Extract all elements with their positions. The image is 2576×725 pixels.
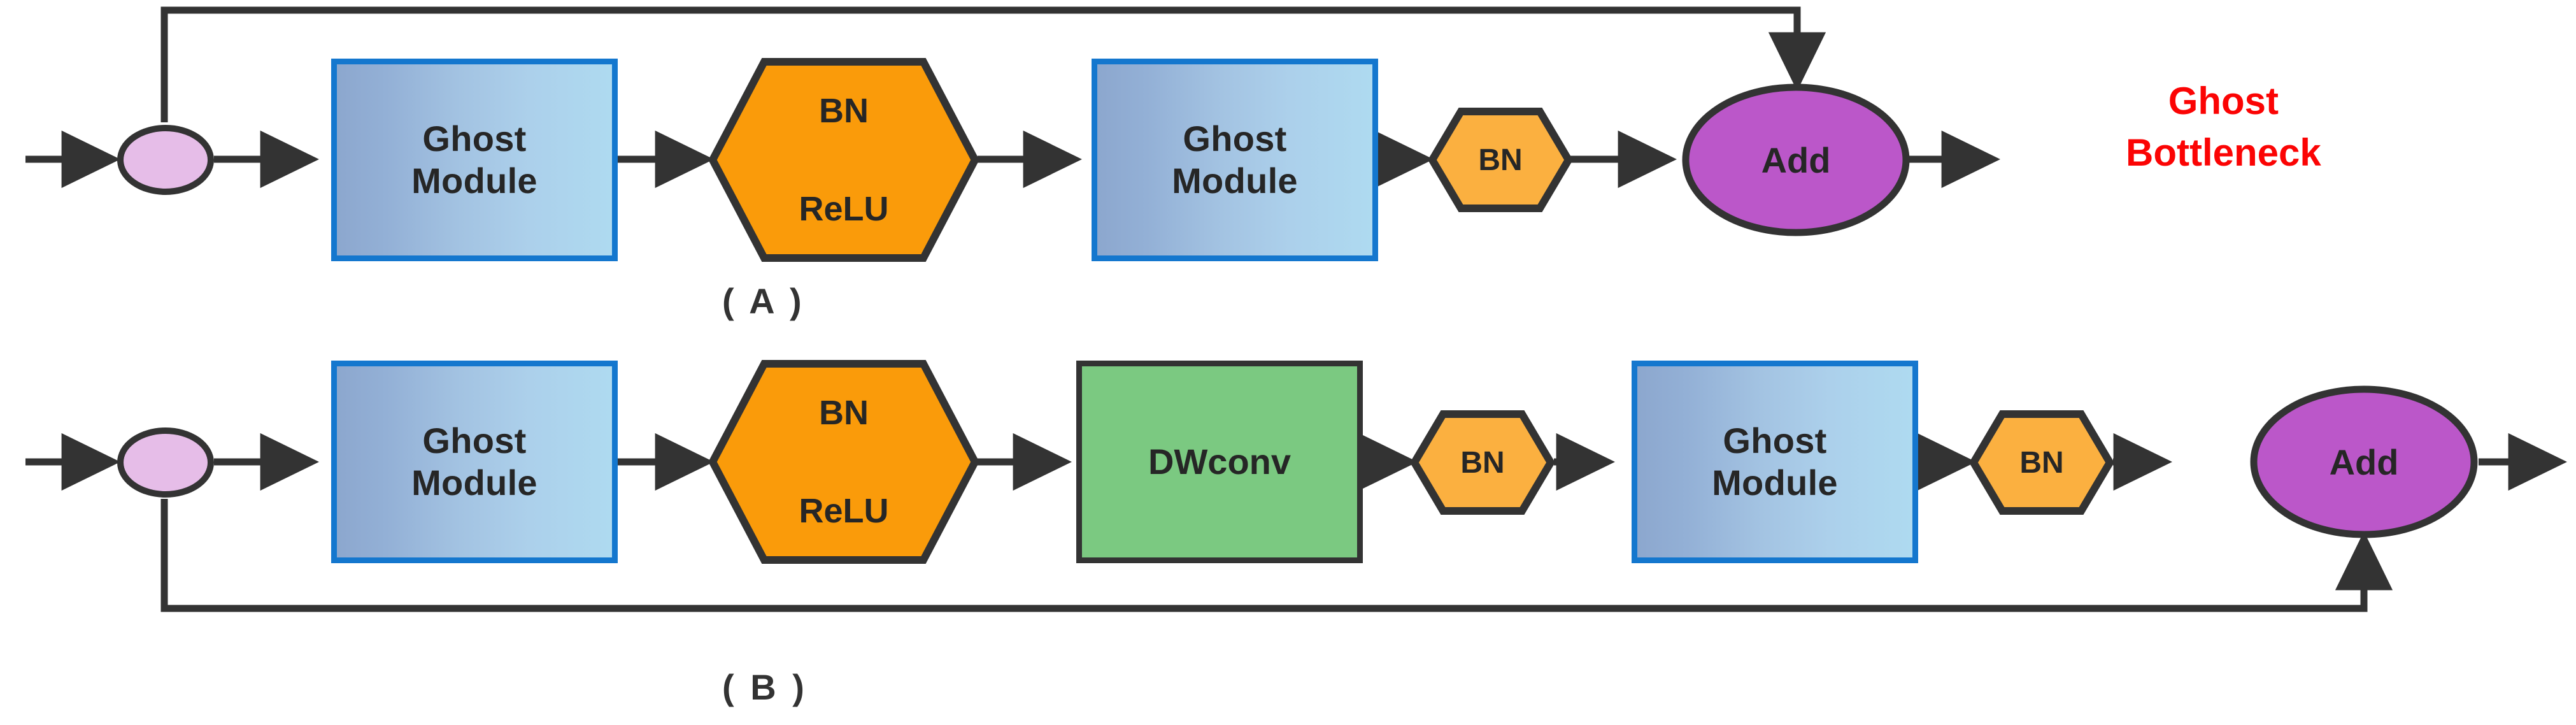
row-a-add[interactable]: Add xyxy=(1681,83,1911,237)
row-a-bn-relu[interactable]: BN ReLU xyxy=(708,57,979,262)
row-b-bn-2[interactable]: BN xyxy=(1969,410,2114,515)
node-label: Ghost Module xyxy=(411,420,537,503)
annotation-line-2: Bottleneck xyxy=(2126,131,2321,174)
row-a-bn[interactable]: BN xyxy=(1428,107,1573,213)
row-a-ghost-module-1[interactable]: Ghost Module xyxy=(331,59,618,261)
node-label: Ghost Module xyxy=(1172,118,1298,201)
node-label: DWconv xyxy=(1148,441,1291,482)
annotation-line-1: Ghost xyxy=(2168,80,2279,122)
node-label: Ghost Module xyxy=(411,118,537,201)
row-a-caption: ( A ) xyxy=(722,281,805,321)
row-b-dwconv[interactable]: DWconv xyxy=(1076,361,1363,563)
row-b-ghost-module-1[interactable]: Ghost Module xyxy=(331,361,618,563)
row-b-caption: ( B ) xyxy=(722,667,808,707)
node-label: Ghost Module xyxy=(1712,420,1838,503)
row-b-bn-1[interactable]: BN xyxy=(1410,410,1555,515)
row-b-add[interactable]: Add xyxy=(2249,385,2479,539)
row-b-ghost-module-2[interactable]: Ghost Module xyxy=(1632,361,1918,563)
ghost-bottleneck-annotation: Ghost Bottleneck xyxy=(2126,75,2321,178)
row-b-bn-relu[interactable]: BN ReLU xyxy=(708,359,979,564)
row-a-input-node[interactable] xyxy=(116,125,215,195)
row-a-ghost-module-2[interactable]: Ghost Module xyxy=(1092,59,1378,261)
row-b-input-node[interactable] xyxy=(116,427,215,498)
